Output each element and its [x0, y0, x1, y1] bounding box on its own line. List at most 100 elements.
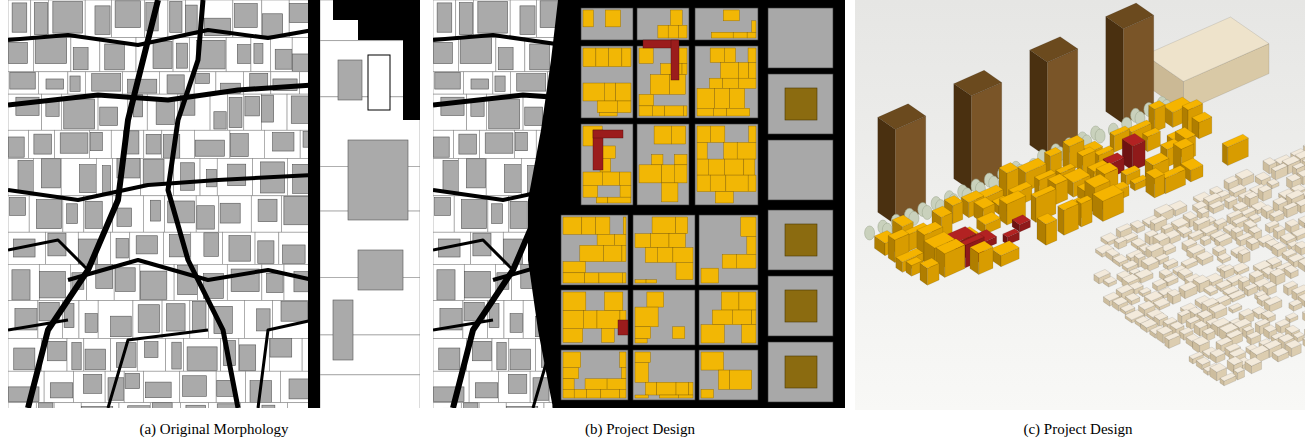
plot	[433, 196, 454, 232]
existing-house	[1263, 281, 1276, 288]
new-building	[671, 126, 685, 144]
building	[262, 405, 275, 408]
existing-house	[1249, 226, 1262, 233]
existing-house	[1209, 201, 1224, 209]
tower	[954, 70, 1002, 96]
building	[517, 74, 546, 91]
existing-house	[1246, 237, 1259, 244]
building	[504, 165, 521, 193]
existing-house	[1303, 142, 1305, 149]
building	[186, 405, 206, 408]
plot	[255, 232, 279, 264]
plot	[433, 0, 456, 38]
panel-caption: (a) Original Morphology	[139, 421, 288, 438]
design-block	[561, 350, 628, 400]
plot	[320, 375, 420, 408]
new-building	[563, 311, 583, 329]
new-building	[1192, 112, 1212, 123]
new-building	[977, 212, 1001, 225]
tower-plot	[768, 8, 833, 68]
new-building	[697, 108, 714, 116]
heritage-building	[1012, 215, 1030, 225]
plot	[8, 196, 29, 232]
building	[435, 198, 451, 216]
building	[196, 73, 210, 83]
new-building	[654, 126, 671, 144]
building	[478, 2, 508, 34]
existing-house	[1285, 219, 1299, 227]
new-building	[620, 389, 626, 398]
building	[50, 383, 72, 398]
building	[257, 309, 270, 331]
building	[73, 48, 88, 70]
new-building	[563, 379, 574, 389]
new-building	[639, 106, 652, 116]
building	[434, 137, 450, 157]
new-building	[574, 389, 586, 398]
plot	[200, 158, 217, 195]
new-building	[1044, 147, 1061, 156]
existing-house	[1298, 215, 1305, 223]
building	[193, 301, 206, 330]
new-building	[1146, 168, 1165, 178]
building	[9, 42, 28, 63]
new-building	[730, 88, 745, 108]
heritage-building	[671, 40, 679, 80]
new-building	[678, 395, 693, 398]
existing-house	[1167, 289, 1180, 296]
building	[91, 132, 103, 150]
new-building	[1096, 162, 1118, 174]
new-building	[647, 292, 664, 307]
existing-house	[1210, 349, 1225, 357]
building	[229, 236, 251, 262]
new-building	[682, 63, 687, 74]
new-building	[669, 234, 685, 248]
building	[471, 79, 489, 89]
building	[358, 250, 403, 290]
building	[152, 403, 172, 408]
new-building	[1121, 165, 1140, 175]
existing-house	[1283, 202, 1297, 209]
building	[293, 164, 311, 193]
plot	[144, 130, 162, 158]
new-building	[639, 165, 662, 183]
existing-house	[1284, 265, 1298, 273]
existing-house	[1235, 169, 1253, 179]
building	[143, 159, 164, 184]
building	[195, 140, 224, 156]
building	[510, 349, 530, 370]
building	[92, 74, 121, 91]
street	[433, 240, 513, 270]
plot	[499, 371, 531, 403]
building	[187, 347, 217, 370]
existing-house	[1125, 293, 1139, 301]
building	[150, 200, 160, 221]
building	[166, 304, 185, 331]
plot	[81, 403, 119, 408]
new-building	[623, 217, 626, 234]
building	[46, 79, 64, 89]
building	[95, 6, 110, 35]
building	[284, 196, 310, 224]
plot	[114, 264, 140, 300]
existing-house	[1272, 348, 1288, 357]
building	[234, 4, 257, 28]
building	[67, 204, 78, 224]
building	[237, 45, 250, 64]
existing-house	[1255, 172, 1270, 180]
design-block	[637, 46, 689, 118]
building	[127, 79, 156, 93]
new-building	[599, 273, 622, 283]
street	[168, 0, 238, 408]
plot	[98, 301, 133, 339]
heritage-building	[1003, 229, 1020, 238]
new-building	[742, 325, 756, 343]
existing-house	[1292, 163, 1304, 170]
existing-house	[1116, 284, 1133, 293]
plot	[112, 0, 145, 38]
plot	[54, 403, 81, 408]
plot	[67, 338, 84, 371]
building	[520, 6, 535, 35]
existing-house	[1113, 254, 1128, 262]
building	[115, 268, 135, 292]
